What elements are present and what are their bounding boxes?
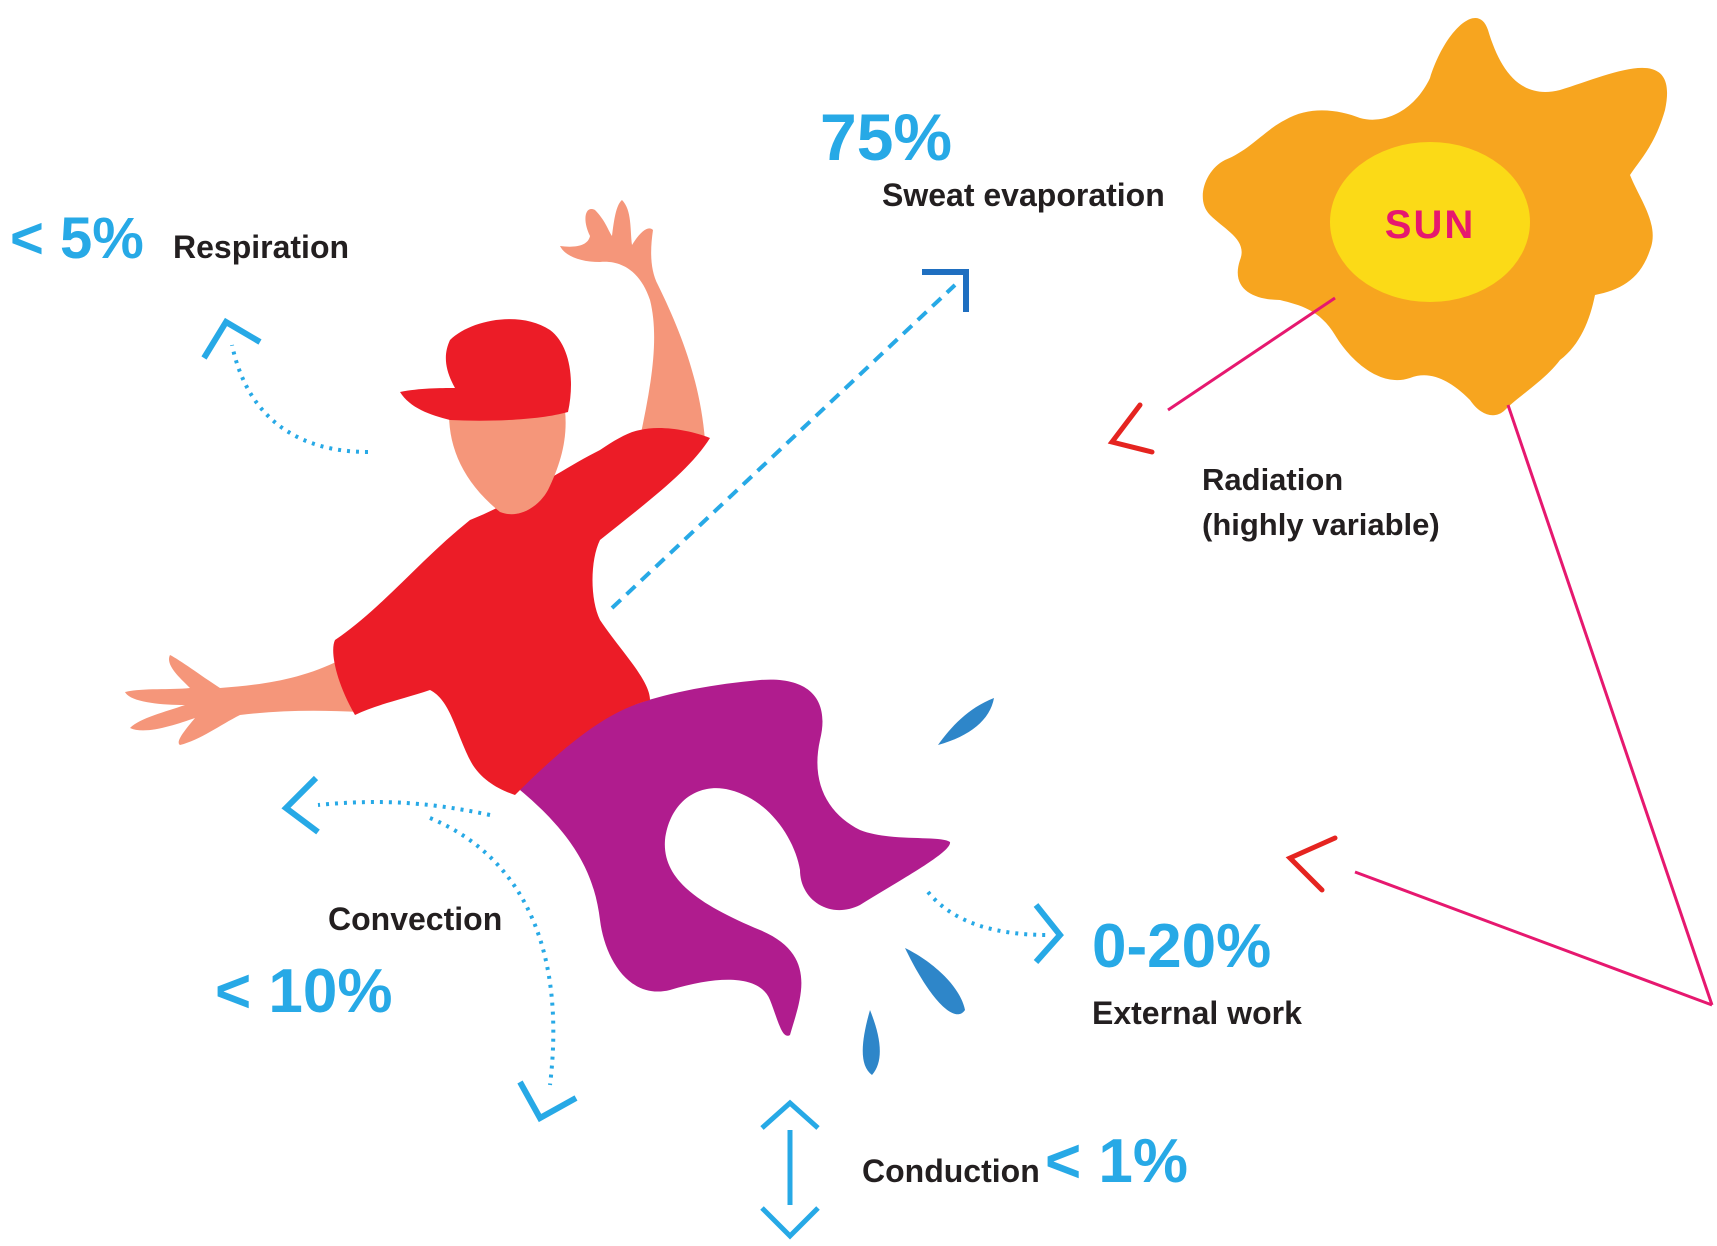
convection-arrows	[281, 775, 578, 1123]
sun-label: SUN	[1385, 203, 1475, 247]
radiation-line-sun-left	[1167, 296, 1336, 412]
sweat-drop-1	[938, 698, 994, 745]
sweat-arrowhead	[922, 269, 969, 312]
radiation-label-line1: Radiation	[1202, 462, 1343, 497]
convection-arrowhead-down	[517, 1080, 578, 1123]
person-cap	[400, 319, 571, 421]
convection-label: Convection	[328, 901, 502, 937]
sweat-arrow	[610, 269, 969, 610]
conduction-percent: < 1%	[1045, 1127, 1188, 1196]
convection-percent: < 10%	[215, 957, 393, 1026]
radiation-line-reflect	[1354, 870, 1713, 1007]
radiation-label-line2: (highly variable)	[1202, 507, 1440, 542]
person-head	[449, 397, 566, 515]
person-raised-arm	[560, 200, 705, 440]
respiration-arrow-curve	[230, 344, 369, 454]
respiration-arrow	[201, 317, 369, 454]
radiation-arrowhead-upper	[1107, 402, 1155, 455]
person-pants	[520, 679, 951, 1036]
radiation-line-sun-right	[1506, 404, 1714, 1006]
convection-arrow-curve-left	[317, 800, 491, 817]
radiation-lines	[1167, 296, 1714, 1007]
sweat-percent: 75%	[820, 100, 952, 174]
person-shirt	[333, 427, 710, 795]
respiration-label: Respiration	[173, 229, 349, 265]
sweat-drop-2	[905, 948, 965, 1015]
radiation-label: Radiation (highly variable)	[1202, 462, 1440, 542]
sun-core	[1330, 142, 1530, 302]
radiation-arrowheads	[1107, 402, 1338, 893]
radiation-arrowhead-lower	[1285, 835, 1338, 893]
conduction-arrow	[760, 1099, 820, 1240]
external-work-percent: 0-20%	[1092, 912, 1271, 981]
person-outstretched-arm	[125, 655, 360, 745]
sweat-drop-3	[862, 1010, 880, 1075]
external-work-label: External work	[1092, 995, 1302, 1031]
external-work-arrow-curve	[926, 890, 1049, 937]
sweat-label: Sweat evaporation	[882, 177, 1165, 213]
conduction-arrowhead-down	[760, 1206, 820, 1240]
sun: SUN	[1202, 17, 1668, 416]
convection-arrow-curve-down	[429, 816, 556, 1086]
person-figure	[125, 200, 951, 1036]
external-work-arrow	[926, 890, 1064, 964]
conduction-label: Conduction	[862, 1153, 1040, 1189]
respiration-arrowhead	[201, 317, 262, 360]
sweat-drops	[862, 698, 994, 1075]
external-work-arrowhead	[1033, 903, 1064, 964]
convection-arrowhead-left	[281, 775, 320, 835]
conduction-arrowhead-up	[760, 1099, 820, 1130]
respiration-percent: < 5%	[10, 206, 144, 271]
